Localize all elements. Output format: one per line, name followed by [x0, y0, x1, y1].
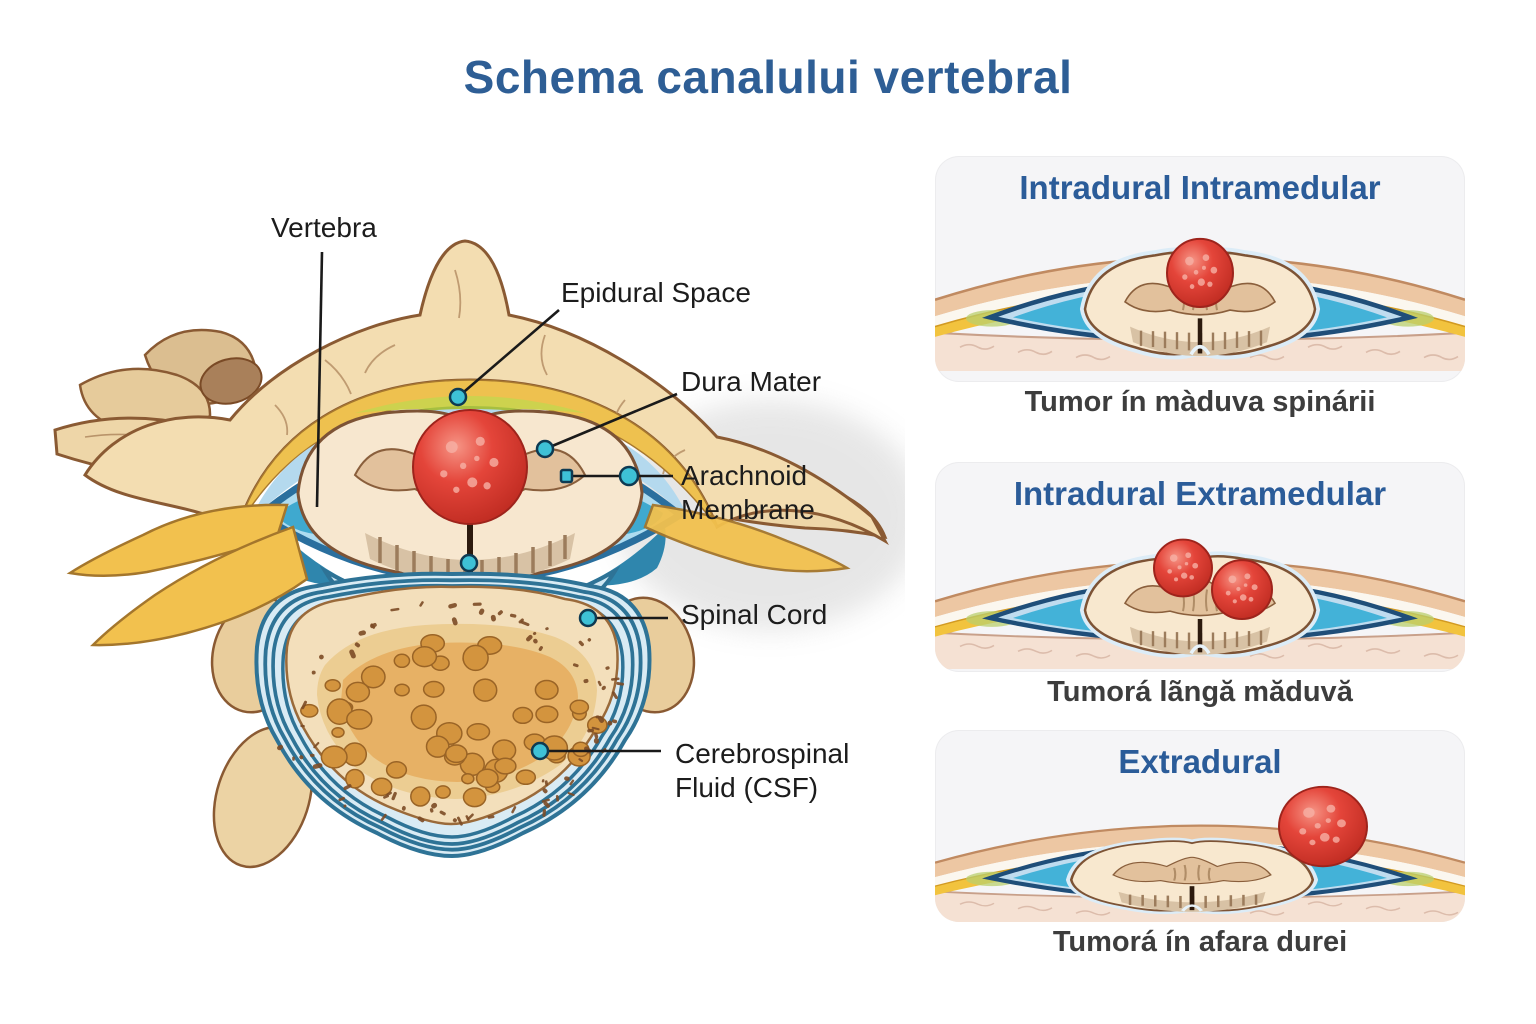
leader-marker-arachnoid — [559, 468, 574, 484]
spongy-bone-inner — [341, 642, 578, 782]
tumor — [1278, 785, 1368, 868]
gray-matter — [1112, 856, 1272, 885]
nerve-fiber-band — [365, 533, 575, 583]
leader-dot-fissure — [459, 553, 479, 573]
leader-dot-arachnoid — [618, 465, 640, 487]
tumor — [1166, 237, 1234, 309]
leader-vertebra — [315, 251, 324, 508]
panel-illustration-extradural — [935, 785, 1465, 922]
label-epidural-space: Epidural Space — [561, 277, 751, 308]
label-cerebrospinal-fluid: Cerebrospinal Fluid (CSF) — [675, 738, 850, 804]
tumor — [412, 409, 528, 525]
green-band — [355, 396, 585, 413]
leader-dura — [544, 392, 678, 451]
tumor — [1153, 538, 1213, 598]
panel-title-extradural: Extradural — [1118, 743, 1282, 780]
vertebra-cross-section-illustration — [53, 239, 905, 869]
nerve-roots — [66, 503, 851, 647]
vertebral-body — [254, 571, 652, 859]
outer-membrane-band — [935, 257, 1465, 317]
vertebral-canal-diagram: Vertebra Epidural Space Dura Mater Arach… — [25, 175, 905, 905]
label-spinal-cord: Spinal Cord — [681, 599, 828, 630]
cord — [1065, 837, 1319, 915]
label-leader-lines — [315, 251, 678, 761]
label-vertebra: Vertebra — [271, 212, 377, 243]
leader-epidural — [457, 309, 560, 398]
panel-card-intradural-extramedular: Intradural Extramedular — [935, 462, 1465, 672]
spongy-flecks — [277, 601, 625, 826]
label-arachnoid-membrane: Arachnoid Membrane — [681, 460, 815, 526]
panel-card-extradural: Extradural — [935, 730, 1465, 922]
panel-illustration-intradural-extramedular — [935, 538, 1465, 669]
leader-dot-dura — [535, 439, 555, 459]
leader-dot-csf — [530, 741, 550, 761]
panel-title-intradural-extramedular: Intradural Extramedular — [1013, 475, 1387, 512]
panel-caption-intradural-extramedular: Tumorá lãngă măduvă — [1047, 676, 1353, 708]
panel-title-intradural-intramedular: Intradural Intramedular — [1019, 169, 1381, 206]
outer-membrane-band — [935, 561, 1465, 618]
label-dura-mater: Dura Mater — [681, 366, 822, 397]
tumor — [1211, 559, 1273, 620]
csf-pocket-right — [583, 527, 666, 586]
page-title: Schema canalului vertebral — [463, 51, 1073, 103]
panel-caption-intradural-intramedular: Tumor ín màduva spinárii — [1024, 386, 1376, 418]
panel-caption-extradural: Tumorá ín afara durei — [1052, 926, 1348, 958]
leader-dot-epidural — [448, 387, 468, 407]
spongy-holes — [300, 633, 608, 808]
panel-card-intradural-intramedular: Intradural Intramedular — [935, 156, 1465, 382]
panel-illustration-intradural-intramedular — [935, 237, 1465, 371]
leader-dot-spinal-cord — [578, 608, 598, 628]
